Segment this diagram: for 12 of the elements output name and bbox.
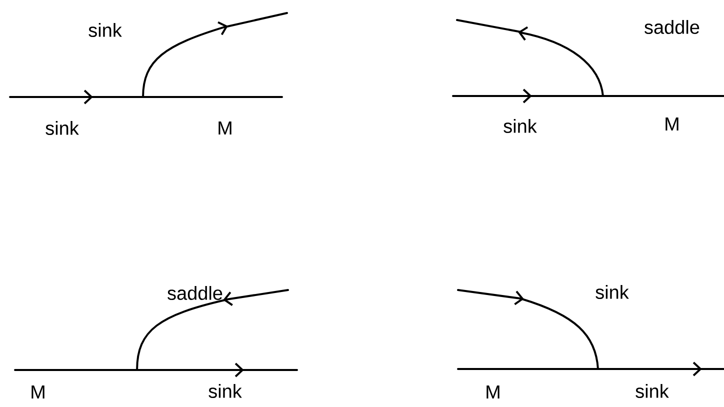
point-label: saddle — [644, 20, 700, 34]
point-label: sink — [596, 285, 629, 299]
point-label: sink — [46, 121, 79, 135]
point-label: M — [486, 385, 500, 399]
point-label: sink — [504, 119, 537, 133]
point-label: M — [666, 117, 678, 131]
point-label: sink — [636, 384, 669, 398]
point-label: sink — [88, 23, 122, 37]
point-label: saddle — [168, 286, 222, 300]
point-label: M — [32, 385, 44, 399]
point-label: sink — [208, 384, 242, 398]
point-label: M — [218, 121, 232, 135]
